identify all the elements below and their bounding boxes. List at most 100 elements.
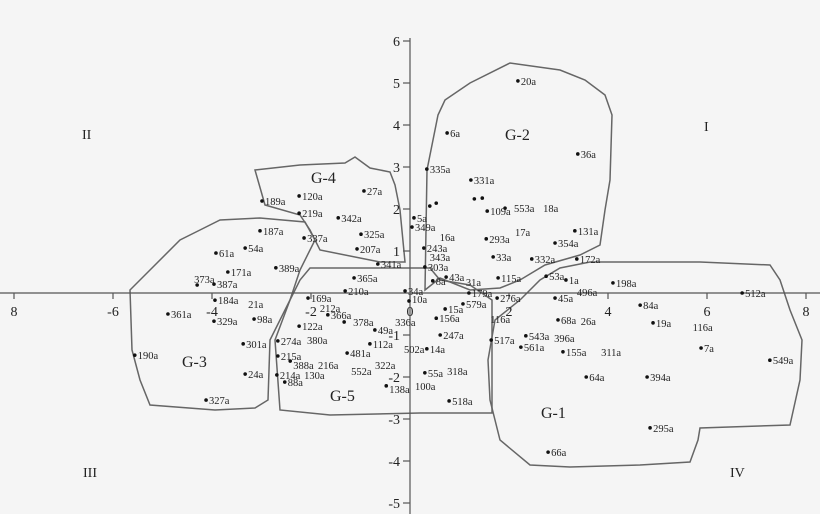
- data-point: 120a: [297, 192, 323, 203]
- point-label: 187a: [263, 227, 284, 238]
- y-tick-label: 3: [393, 161, 400, 176]
- point-marker: [306, 296, 310, 300]
- data-point: 49a: [373, 326, 393, 337]
- point-label: 184a: [218, 296, 239, 307]
- data-point: 130a: [304, 371, 325, 382]
- point-label: 1a: [569, 276, 579, 287]
- point-label: 112a: [373, 340, 393, 351]
- point-label: 561a: [524, 343, 545, 354]
- point-label: 243a: [427, 244, 448, 255]
- point-marker: [376, 262, 380, 266]
- point-label: 156a: [439, 314, 460, 325]
- point-marker: [444, 275, 448, 279]
- data-point: 396a: [554, 334, 575, 345]
- point-marker: [212, 282, 216, 286]
- data-point: 337a: [302, 234, 328, 245]
- point-label: 303a: [428, 263, 449, 274]
- point-marker: [561, 350, 565, 354]
- point-label: 215a: [281, 352, 302, 363]
- data-point: 169a: [306, 294, 332, 305]
- point-marker: [410, 225, 414, 229]
- point-marker: [243, 372, 247, 376]
- point-label: 116a: [490, 315, 510, 326]
- group-label-g3: G-3: [182, 354, 207, 371]
- data-point: 34a: [403, 287, 424, 298]
- point-label: 43a: [449, 273, 465, 284]
- point-label: 342a: [341, 214, 362, 225]
- point-label: 518a: [452, 397, 473, 408]
- point-label: 349a: [415, 223, 436, 234]
- point-label: 18a: [543, 204, 559, 215]
- data-point: 1a: [564, 276, 579, 287]
- point-marker: [495, 296, 499, 300]
- point-label: 36a: [581, 150, 597, 161]
- data-point: 496a: [577, 288, 598, 299]
- data-point: 553a: [503, 204, 535, 215]
- data-point: 274a: [276, 337, 302, 348]
- point-marker: [362, 189, 366, 193]
- point-label: 219a: [302, 209, 323, 220]
- data-point: 112a: [368, 340, 393, 351]
- point-marker: [213, 298, 217, 302]
- data-point: 33a: [491, 253, 512, 264]
- data-point: 210a: [343, 287, 369, 298]
- point-marker: [443, 307, 447, 311]
- x-tick-label: 4: [605, 305, 612, 320]
- point-label: 34a: [408, 287, 424, 298]
- group-labels: G-1 G-2 G-3 G-4 G-5: [182, 127, 566, 422]
- data-point: 84a: [638, 301, 659, 312]
- point-marker: [496, 276, 500, 280]
- data-point: 64a: [584, 373, 605, 384]
- point-label: 512a: [745, 289, 766, 300]
- point-marker: [544, 274, 548, 279]
- point-label: 394a: [650, 373, 671, 384]
- point-label: 553a: [514, 204, 535, 215]
- data-point: 335a: [425, 165, 451, 176]
- point-marker: [651, 321, 655, 325]
- point-label: 388a: [293, 361, 314, 372]
- data-point: 343a: [430, 253, 451, 264]
- point-marker: [422, 246, 426, 250]
- point-label: 68a: [561, 316, 577, 327]
- data-point: 16a: [440, 233, 456, 244]
- data-point: 373a: [194, 275, 215, 287]
- point-label: 214a: [280, 371, 301, 382]
- data-point: 517a: [489, 336, 515, 347]
- point-marker: [412, 216, 416, 220]
- point-marker: [355, 247, 359, 251]
- point-label: 109a: [490, 207, 511, 218]
- point-label: 19a: [656, 319, 672, 330]
- point-marker: [519, 345, 523, 349]
- point-marker: [564, 278, 568, 282]
- boundary-g2: [424, 62, 613, 292]
- data-point: 378a: [342, 318, 374, 329]
- data-point: 518a: [447, 397, 473, 408]
- point-marker: [276, 339, 280, 343]
- point-label: 45a: [558, 294, 574, 305]
- point-label: 295a: [653, 424, 674, 435]
- point-label: 396a: [554, 334, 575, 345]
- point-marker: [352, 276, 356, 280]
- data-point: 116a: [490, 315, 510, 326]
- x-tick-label: 8: [11, 305, 18, 320]
- point-label: 378a: [353, 318, 374, 329]
- point-marker: [768, 358, 772, 363]
- data-point: 215a: [276, 352, 302, 363]
- x-tick-label: 8: [803, 305, 810, 320]
- point-label: 481a: [350, 349, 371, 360]
- point-label: 10a: [412, 295, 428, 306]
- point-marker: [575, 257, 579, 261]
- point-marker: [276, 354, 280, 358]
- data-point: 17a: [515, 228, 531, 239]
- data-point: 512a: [740, 289, 766, 300]
- data-point: 336a: [395, 318, 416, 329]
- point-marker: [166, 312, 170, 316]
- data-point: [428, 204, 432, 208]
- point-label: 54a: [248, 244, 263, 255]
- x-tick-label: -4: [206, 305, 218, 320]
- data-point: 138a: [384, 384, 410, 396]
- point-label: 207a: [360, 245, 381, 256]
- point-marker: [472, 197, 477, 201]
- point-label: 24a: [248, 370, 263, 381]
